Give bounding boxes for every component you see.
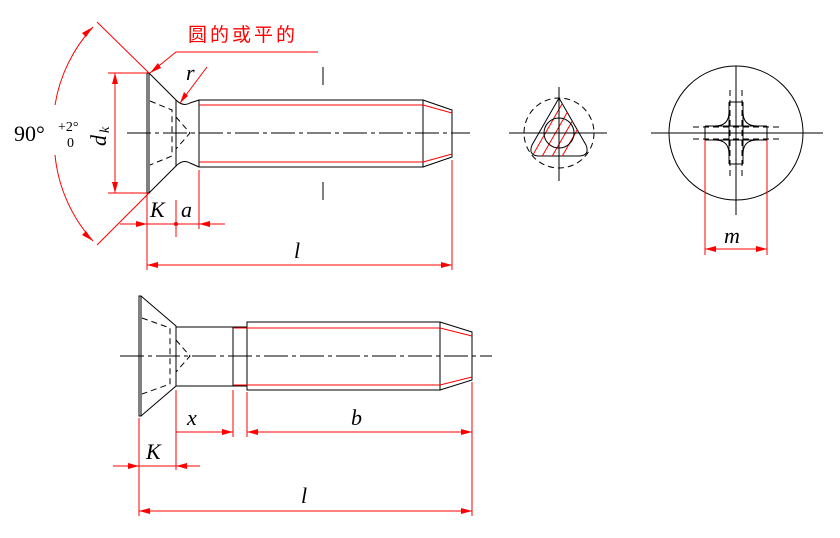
- l-label-bottom: l: [301, 483, 307, 508]
- b-label: b: [351, 405, 362, 430]
- dk-label: d: [86, 134, 111, 146]
- cross-recess-view: m: [651, 65, 823, 255]
- a-label: a: [181, 197, 192, 222]
- head-note: 圆的或平的: [188, 24, 298, 46]
- top-dimensions: 90° +2° 0 d k 圆的或平的 r K a l: [14, 21, 453, 270]
- tolerance-lower: 0: [67, 136, 74, 151]
- tri-lobe-section: [509, 87, 607, 181]
- k-label-bottom: K: [145, 439, 162, 464]
- bottom-screw-view: [120, 295, 492, 417]
- angle-label: 90°: [14, 121, 45, 146]
- dk-subscript: k: [98, 126, 113, 133]
- k-label-top: K: [149, 197, 166, 222]
- top-screw-view: [127, 67, 470, 200]
- x-label: x: [186, 405, 197, 430]
- bottom-dimensions: x b K l: [113, 382, 473, 516]
- r-label: r: [186, 60, 195, 85]
- m-label: m: [724, 223, 740, 248]
- l-label-top: l: [294, 238, 300, 263]
- tolerance-upper: +2°: [58, 120, 79, 135]
